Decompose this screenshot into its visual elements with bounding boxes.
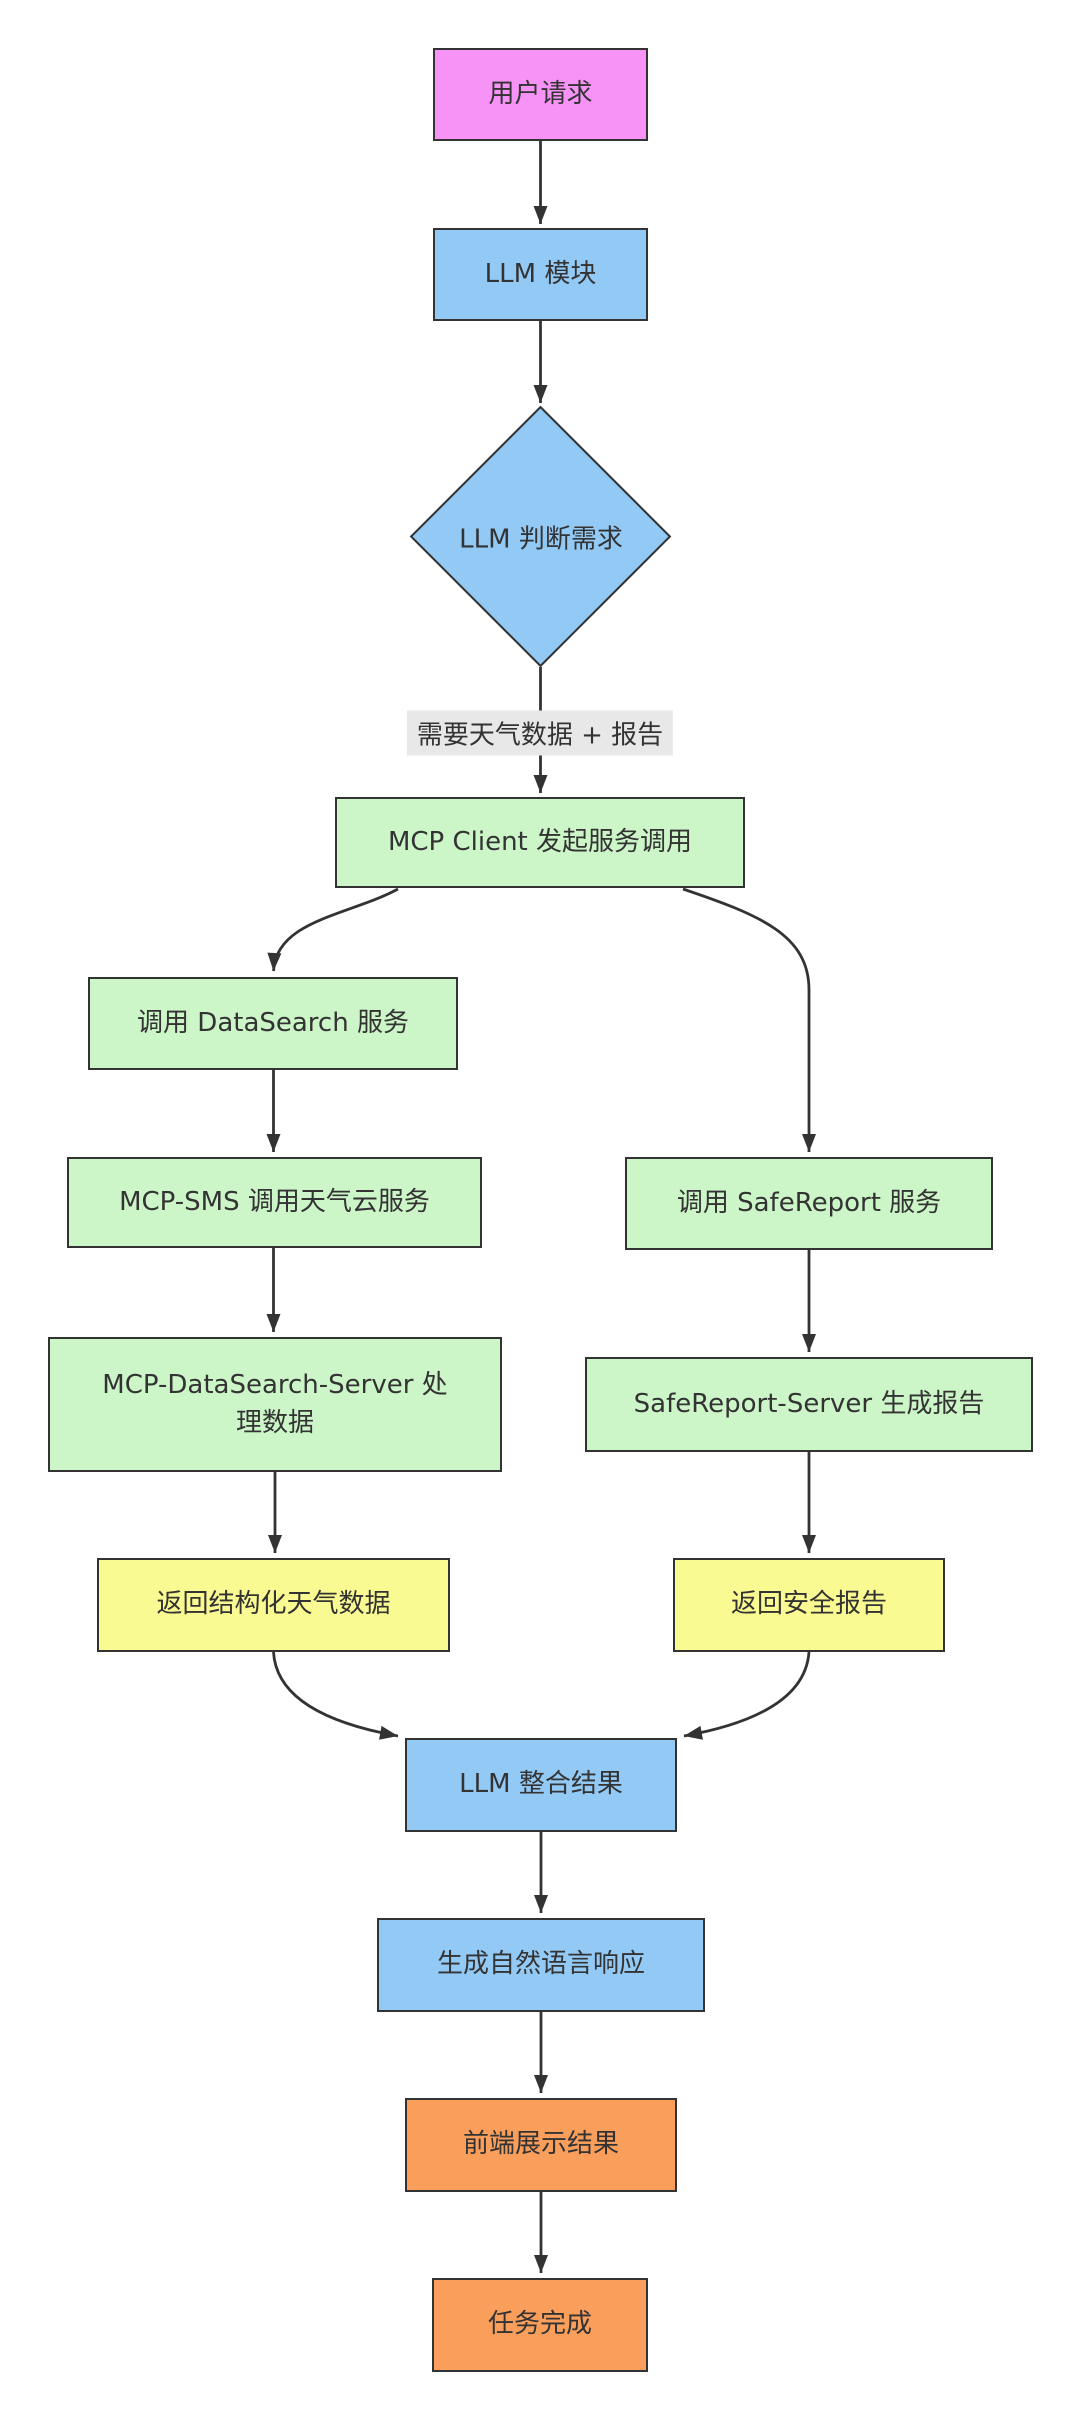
node-safereport-server: SafeReport-Server 生成报告 <box>585 1357 1033 1452</box>
edge-label-weather-plus-report: 需要天气数据 + 报告 <box>406 710 674 756</box>
edge-mcp-client-to-call-datasearch <box>267 887 399 972</box>
node-user-request-label: 用户请求 <box>488 78 593 109</box>
node-safereport-server-label: SafeReport-Server 生成报告 <box>633 1388 985 1419</box>
node-mcp-sms: MCP-SMS 调用天气云服务 <box>67 1157 482 1248</box>
node-llm-module: LLM 模块 <box>433 228 648 321</box>
node-llm-merge-label: LLM 整合结果 <box>459 1769 623 1800</box>
node-mcp-sms-label: MCP-SMS 调用天气云服务 <box>119 1186 430 1217</box>
node-frontend-display-label: 前端展示结果 <box>462 2129 619 2160</box>
node-call-datasearch: 调用 DataSearch 服务 <box>88 977 458 1070</box>
edge-mcp-client-to-call-safereport <box>682 887 816 1152</box>
node-task-done: 任务完成 <box>432 2278 648 2372</box>
node-weather-data-label: 返回结构化天气数据 <box>156 1589 391 1620</box>
node-llm-merge: LLM 整合结果 <box>405 1738 677 1832</box>
node-datasearch-server-label: MCP-DataSearch-Server 处 理数据 <box>102 1369 448 1438</box>
node-user-request: 用户请求 <box>433 48 648 141</box>
node-task-done-label: 任务完成 <box>487 2309 592 2340</box>
node-llm-decision-label: LLM 判断需求 <box>459 524 623 555</box>
node-nl-response: 生成自然语言响应 <box>377 1918 705 2012</box>
edge-safe-report-to-llm-merge <box>683 1651 811 1740</box>
node-safe-report: 返回安全报告 <box>673 1558 945 1652</box>
node-call-datasearch-label: 调用 DataSearch 服务 <box>137 1007 409 1038</box>
node-nl-response-label: 生成自然语言响应 <box>436 1949 645 1980</box>
node-llm-module-label: LLM 模块 <box>484 258 597 289</box>
node-datasearch-server: MCP-DataSearch-Server 处 理数据 <box>48 1337 502 1472</box>
node-mcp-client: MCP Client 发起服务调用 <box>335 797 745 888</box>
node-call-safereport: 调用 SafeReport 服务 <box>625 1157 993 1250</box>
node-mcp-client-label: MCP Client 发起服务调用 <box>387 826 693 857</box>
edge-weather-data-to-llm-merge <box>272 1651 399 1740</box>
node-weather-data: 返回结构化天气数据 <box>97 1558 450 1652</box>
node-safe-report-label: 返回安全报告 <box>730 1589 887 1620</box>
node-frontend-display: 前端展示结果 <box>405 2098 677 2192</box>
node-call-safereport-label: 调用 SafeReport 服务 <box>676 1187 942 1218</box>
